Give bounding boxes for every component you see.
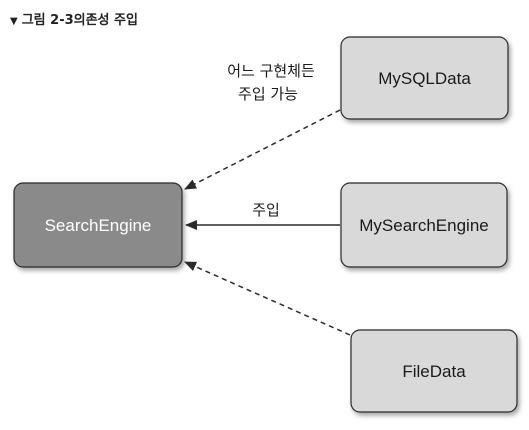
caption-text: 그림 2-3의존성 주입	[21, 13, 138, 28]
figure-caption: ▼그림 2-3의존성 주입	[10, 9, 138, 28]
edge-mysqldata-to-searchengine	[184, 109, 341, 190]
triangle-down-icon: ▼	[10, 16, 18, 27]
edge-filedata-to-searchengine	[184, 261, 351, 336]
implementation-note-line1: 어느 구현체든	[227, 62, 315, 80]
node-mysqldata: MySQLData	[340, 36, 509, 120]
node-filedata: FileData	[350, 329, 518, 413]
node-searchengine: SearchEngine	[13, 182, 183, 268]
node-searchengine-label: SearchEngine	[45, 216, 152, 235]
inject-label: 주입	[252, 201, 280, 219]
node-filedata-label: FileData	[402, 362, 466, 381]
node-mysearchengine-label: MySearchEngine	[359, 216, 488, 235]
implementation-note-line2: 주입 가능	[238, 85, 298, 103]
node-mysearchengine: MySearchEngine	[340, 182, 508, 268]
node-mysqldata-label: MySQLData	[378, 69, 471, 88]
